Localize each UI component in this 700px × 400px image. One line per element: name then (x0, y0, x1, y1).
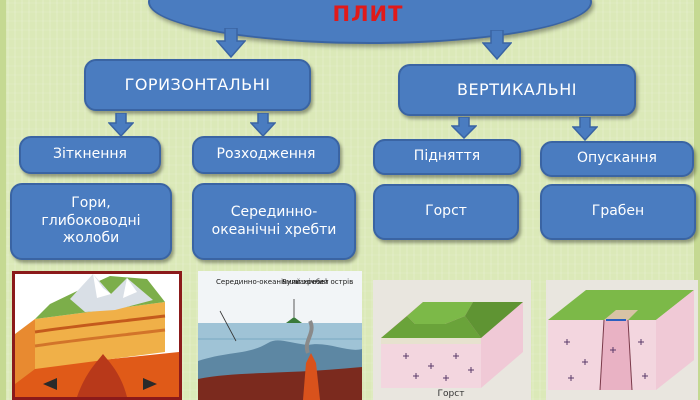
process-subsidence: Опускання (540, 141, 694, 177)
ocean-label-ridge: Серединно-океанічний хребет (216, 278, 329, 286)
arrow-down-icon (108, 113, 134, 137)
result-mountains-trenches: Гори, глибоководні жолоби (10, 183, 172, 260)
ocean-ridge-illustration: Серединно-океанічний хребет Вулканічний … (198, 271, 362, 400)
process-uplift: Підняття (373, 139, 521, 175)
arrow-down-icon (482, 30, 512, 60)
arrow-down-icon (451, 117, 477, 139)
diagram-title: ПЛИТ (332, 2, 404, 26)
result-graben: Грабен (540, 184, 696, 240)
ocean-label-island: Вулканічний острів (282, 278, 353, 286)
process-divergence: Розходження (192, 136, 340, 174)
result-horst: Горст (373, 184, 519, 240)
category-horizontal: ГОРИЗОНТАЛЬНІ (84, 59, 311, 111)
collision-illustration (12, 271, 182, 400)
arrow-down-icon (250, 113, 276, 137)
arrow-down-icon (572, 117, 598, 141)
process-collision: Зіткнення (19, 136, 161, 174)
category-vertical: ВЕРТИКАЛЬНІ (398, 64, 636, 116)
graben-illustration (546, 280, 698, 400)
horst-illustration: Горст (373, 280, 531, 400)
arrow-down-icon (216, 28, 246, 58)
horst-caption: Горст (438, 389, 465, 399)
result-mid-ocean-ridges: Серединно-океанічні хребти (192, 183, 356, 260)
